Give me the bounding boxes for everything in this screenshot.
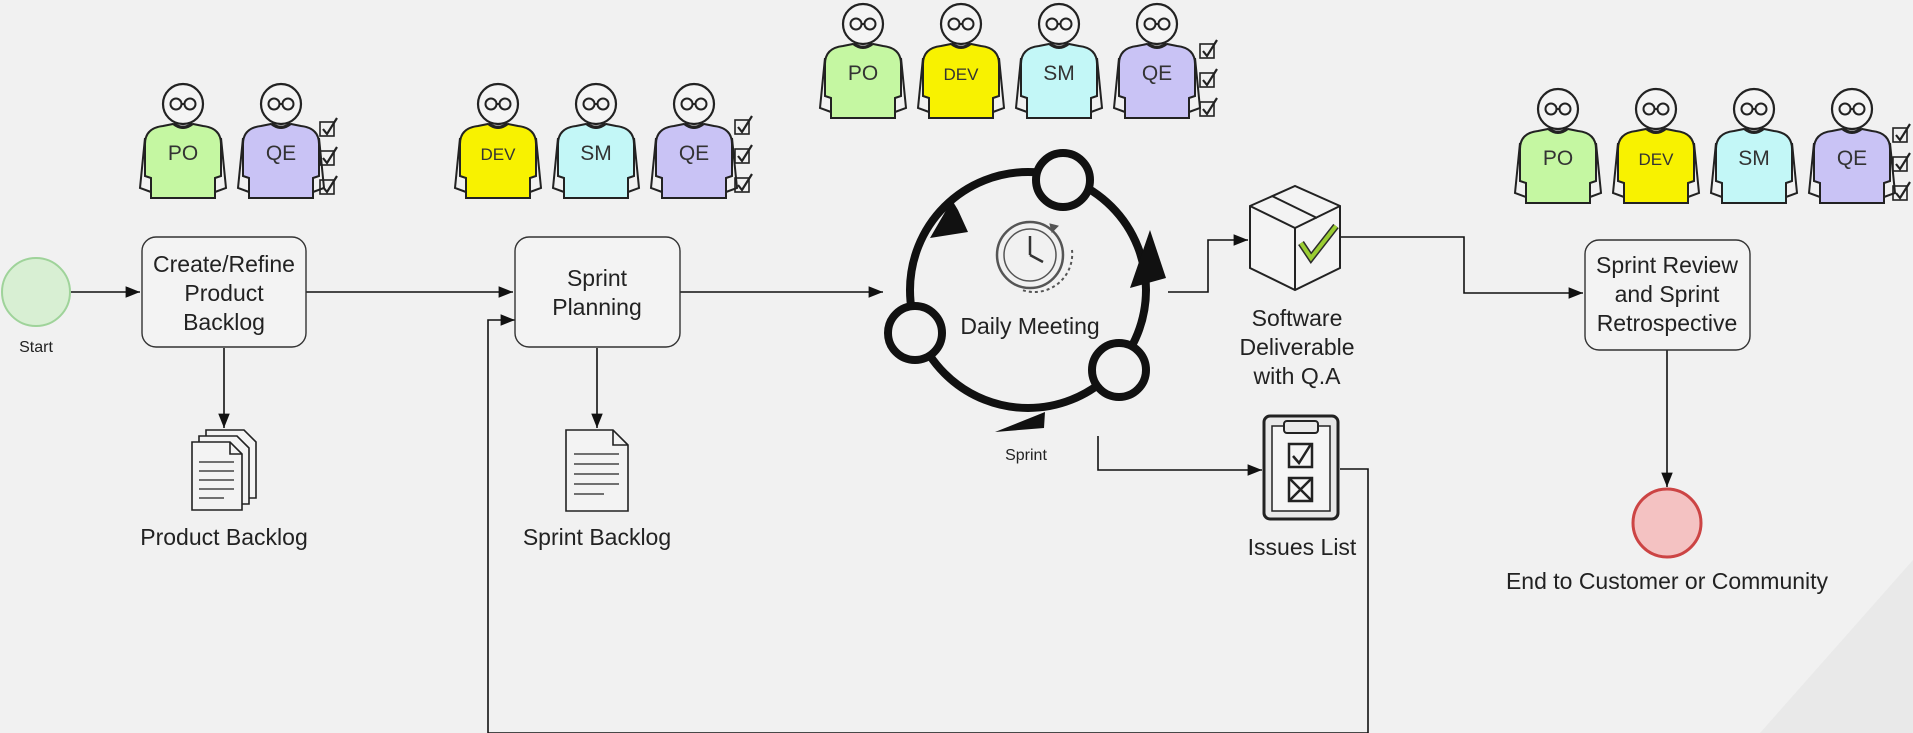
start-label: Start: [19, 339, 53, 356]
sprint-backlog-label: Sprint Backlog: [523, 524, 671, 550]
person-icon: PO: [138, 82, 228, 199]
role-label-dev: DEV: [1639, 150, 1675, 169]
person-icon: PO: [818, 2, 908, 119]
person-icon: QE: [649, 82, 739, 199]
role-label-po: PO: [168, 142, 198, 165]
checklist-icon: [1892, 123, 1911, 201]
checklist-icon: [319, 117, 338, 195]
review-line-3: Retrospective: [1597, 310, 1738, 336]
edge-sprint-to-issues: [1097, 436, 1262, 476]
role-label-qe: QE: [266, 142, 296, 165]
sprint-cycle: Daily Meeting: [884, 149, 1166, 432]
deliverable-line-3: with Q.A: [1253, 363, 1342, 389]
checklist-icon: [1199, 39, 1218, 117]
role-label-po: PO: [1543, 147, 1573, 170]
clock-icon: [995, 220, 1074, 293]
role-label-dev: DEV: [944, 65, 980, 84]
process-sprint-review: Sprint Review and Sprint Retrospective: [1584, 239, 1751, 351]
issues-list-label: Issues List: [1248, 534, 1357, 560]
document-icon: [565, 429, 629, 512]
process-sprint-planning: Sprint Planning: [514, 236, 681, 348]
documents-icon: [191, 429, 257, 511]
person-icon: QE: [236, 82, 326, 199]
person-icon: SM: [1014, 2, 1104, 119]
cycle-arrow-left: [930, 200, 968, 238]
people-groups: PO QE DEV SM QE PO DEV SM QE PO DEV SM QE: [138, 2, 1911, 204]
planning-line-1: Sprint: [567, 265, 628, 291]
role-label-sm: SM: [580, 142, 612, 165]
role-label-qe: QE: [679, 142, 709, 165]
review-line-2: and Sprint: [1615, 281, 1720, 307]
person-icon: PO: [1513, 87, 1603, 204]
clipboard-icon: [1262, 414, 1340, 521]
person-icon: SM: [551, 82, 641, 199]
cycle-arrow-right: [1130, 230, 1166, 288]
role-label-dev: DEV: [481, 145, 517, 164]
review-line-1: Sprint Review: [1596, 252, 1738, 278]
background-decoration: [1760, 560, 1913, 733]
role-label-qe: QE: [1837, 147, 1867, 170]
backlog-line-2: Product: [184, 280, 264, 306]
product-backlog-label: Product Backlog: [140, 524, 307, 550]
backlog-line-3: Backlog: [183, 309, 265, 335]
person-icon: QE: [1807, 87, 1897, 204]
person-icon: DEV: [916, 2, 1006, 119]
end-node: [1631, 487, 1703, 559]
person-icon: SM: [1709, 87, 1799, 204]
process-create-refine-backlog: Create/Refine Product Backlog: [141, 236, 307, 348]
cycle-arrow-bottom: [995, 412, 1045, 432]
role-label-qe: QE: [1142, 62, 1172, 85]
role-label-sm: SM: [1738, 147, 1770, 170]
edge-deliverable-to-review: [1340, 236, 1583, 299]
start-node: [1, 257, 71, 327]
box-icon: [1249, 184, 1341, 292]
role-label-po: PO: [848, 62, 878, 85]
role-label-sm: SM: [1043, 62, 1075, 85]
person-icon: DEV: [1611, 87, 1701, 204]
edge-issues-to-planning: [487, 314, 1369, 733]
deliverable-line-1: Software: [1252, 305, 1343, 331]
person-icon: DEV: [453, 82, 543, 199]
person-icon: QE: [1112, 2, 1202, 119]
sprint-label: Sprint: [1005, 447, 1047, 464]
daily-meeting-label: Daily Meeting: [960, 313, 1099, 339]
checklist-icon: [734, 115, 753, 193]
deliverable-line-2: Deliverable: [1239, 334, 1354, 360]
backlog-line-1: Create/Refine: [153, 251, 295, 277]
edge-sprint-to-deliverable: [1168, 234, 1248, 293]
connectors: [70, 234, 1673, 733]
planning-line-2: Planning: [552, 294, 642, 320]
end-label: End to Customer or Community: [1506, 568, 1829, 594]
